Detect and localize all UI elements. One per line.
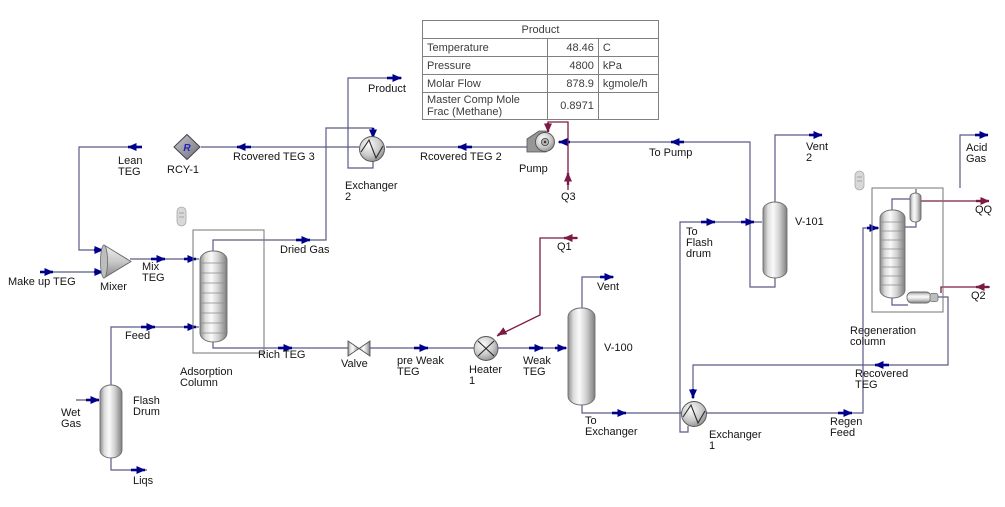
stream-label-to-flash-drum[interactable]: To Flash drum bbox=[686, 226, 713, 260]
flowsheet-marker-icon[interactable] bbox=[176, 206, 187, 227]
heater-1-icon[interactable] bbox=[473, 336, 499, 361]
table-cell: Molar Flow bbox=[421, 74, 549, 93]
stream-label-acid-gas[interactable]: Acid Gas bbox=[966, 142, 988, 165]
stream-label-liqs[interactable]: Liqs bbox=[133, 475, 154, 487]
table-cell: kPa bbox=[597, 56, 660, 75]
table-cell: 0.8971 bbox=[547, 92, 599, 120]
recycle-rcy1-icon[interactable]: R bbox=[173, 133, 201, 161]
stream-line-liqs[interactable] bbox=[110, 458, 147, 474]
equipment-label-regeneration-column[interactable]: Regeneration column bbox=[850, 325, 917, 348]
stream-label-lean-teg[interactable]: Lean TEG bbox=[118, 155, 143, 178]
stream-label-product[interactable]: Product bbox=[368, 83, 406, 95]
energy-label-q1[interactable]: Q1 bbox=[557, 241, 572, 253]
regeneration-subflowsheet-border[interactable] bbox=[871, 187, 944, 313]
table-cell: Master Comp Mole Frac (Methane) bbox=[421, 92, 549, 120]
energy-stream-q3[interactable] bbox=[544, 121, 572, 190]
stream-label-dried-gas[interactable]: Dried Gas bbox=[280, 244, 330, 256]
equipment-label-flash-drum[interactable]: Flash Drum bbox=[133, 395, 160, 418]
energy-stream-q2[interactable] bbox=[940, 283, 990, 293]
stream-line-feed[interactable] bbox=[110, 323, 199, 385]
equipment-label-adsorption-column[interactable]: Adsorption Column bbox=[180, 366, 233, 389]
stream-label-rcovered-teg-2[interactable]: Rcovered TEG 2 bbox=[420, 151, 502, 163]
table-cell: kgmole/h bbox=[597, 74, 660, 93]
stream-label-wet-gas[interactable]: Wet Gas bbox=[61, 407, 82, 430]
table-cell: 4800 bbox=[547, 56, 599, 75]
stream-line-to-pump[interactable] bbox=[558, 138, 776, 288]
stream-label-mix-teg[interactable]: Mix TEG bbox=[142, 261, 165, 284]
stream-line-recovered-teg[interactable] bbox=[689, 296, 949, 399]
equipment-label-rcy1[interactable]: RCY-1 bbox=[167, 164, 199, 176]
reboiler-icon[interactable] bbox=[906, 291, 932, 304]
equipment-label-exchanger-2[interactable]: Exchanger 2 bbox=[345, 180, 398, 203]
equipment-label-v101[interactable]: V-101 bbox=[795, 216, 824, 228]
table-cell: Temperature bbox=[421, 38, 549, 57]
stream-label-to-exchanger[interactable]: To Exchanger bbox=[585, 415, 638, 438]
stream-label-regen-feed[interactable]: Regen Feed bbox=[830, 416, 863, 439]
energy-stream-q1[interactable] bbox=[496, 234, 578, 337]
stream-label-make-up-teg[interactable]: Make up TEG bbox=[8, 276, 76, 288]
energy-label-q2[interactable]: Q2 bbox=[971, 290, 986, 302]
stream-line-rich-teg[interactable] bbox=[212, 342, 348, 352]
stream-label-vent[interactable]: Vent bbox=[597, 281, 620, 293]
stream-label-to-pump[interactable]: To Pump bbox=[649, 147, 693, 159]
valve-icon[interactable] bbox=[347, 340, 371, 357]
energy-label-qq[interactable]: QQ bbox=[975, 204, 993, 216]
table-cell: Pressure bbox=[421, 56, 549, 75]
stream-label-vent-2[interactable]: Vent 2 bbox=[806, 141, 829, 164]
table-cell: 48.46 bbox=[547, 38, 599, 57]
stream-label-weak-teg[interactable]: Weak TEG bbox=[523, 355, 551, 378]
mixer-icon[interactable] bbox=[100, 244, 132, 279]
equipment-label-mixer[interactable]: Mixer bbox=[100, 281, 127, 293]
flowsheet-marker-icon[interactable] bbox=[854, 170, 865, 191]
regeneration-column-icon[interactable] bbox=[879, 189, 939, 306]
table-cell: 878.9 bbox=[547, 74, 599, 93]
stream-line-vent[interactable] bbox=[581, 273, 614, 308]
stream-label-pre-weak-teg[interactable]: pre Weak TEG bbox=[397, 355, 444, 378]
energy-label-q3[interactable]: Q3 bbox=[561, 191, 576, 203]
stream-line-to-exchanger[interactable] bbox=[581, 405, 682, 417]
stream-line-vent-2[interactable] bbox=[774, 131, 823, 202]
v-100-icon[interactable] bbox=[567, 307, 596, 406]
equipment-label-v100[interactable]: V-100 bbox=[604, 342, 633, 354]
pump-icon[interactable] bbox=[526, 130, 555, 153]
product-property-table[interactable]: Product Temperature 48.46 C Pressure 480… bbox=[421, 20, 660, 120]
stream-label-rich-teg[interactable]: Rich TEG bbox=[258, 349, 306, 361]
exchanger-2-icon[interactable] bbox=[359, 136, 385, 162]
equipment-label-exchanger-1[interactable]: Exchanger 1 bbox=[709, 429, 762, 452]
stream-label-recovered-teg[interactable]: Recovered TEG bbox=[855, 368, 909, 391]
equipment-label-valve[interactable]: Valve bbox=[341, 358, 368, 370]
stream-line-to-flash-drum[interactable] bbox=[679, 218, 762, 433]
stream-label-feed[interactable]: Feed bbox=[125, 330, 151, 342]
adsorption-column-icon[interactable] bbox=[199, 250, 228, 343]
recycle-letter: R bbox=[183, 143, 191, 154]
v-101-icon[interactable] bbox=[762, 201, 788, 279]
flash-drum-icon[interactable] bbox=[99, 384, 123, 459]
adsorption-subflowsheet-border[interactable] bbox=[192, 229, 265, 354]
table-title: Product bbox=[422, 20, 659, 39]
equipment-label-heater-1[interactable]: Heater 1 bbox=[469, 364, 503, 387]
stream-label-rcovered-teg-3[interactable]: Rcovered TEG 3 bbox=[233, 151, 315, 163]
exchanger-1-icon[interactable] bbox=[681, 401, 707, 427]
stream-line-product[interactable] bbox=[347, 74, 402, 169]
stream-line-acid-gas[interactable] bbox=[959, 131, 989, 188]
equipment-label-pump[interactable]: Pump bbox=[519, 163, 548, 175]
table-cell: C bbox=[597, 38, 660, 57]
table-cell bbox=[597, 92, 660, 120]
condenser-icon[interactable] bbox=[909, 192, 922, 223]
stream-line-regen-feed[interactable] bbox=[706, 224, 879, 417]
